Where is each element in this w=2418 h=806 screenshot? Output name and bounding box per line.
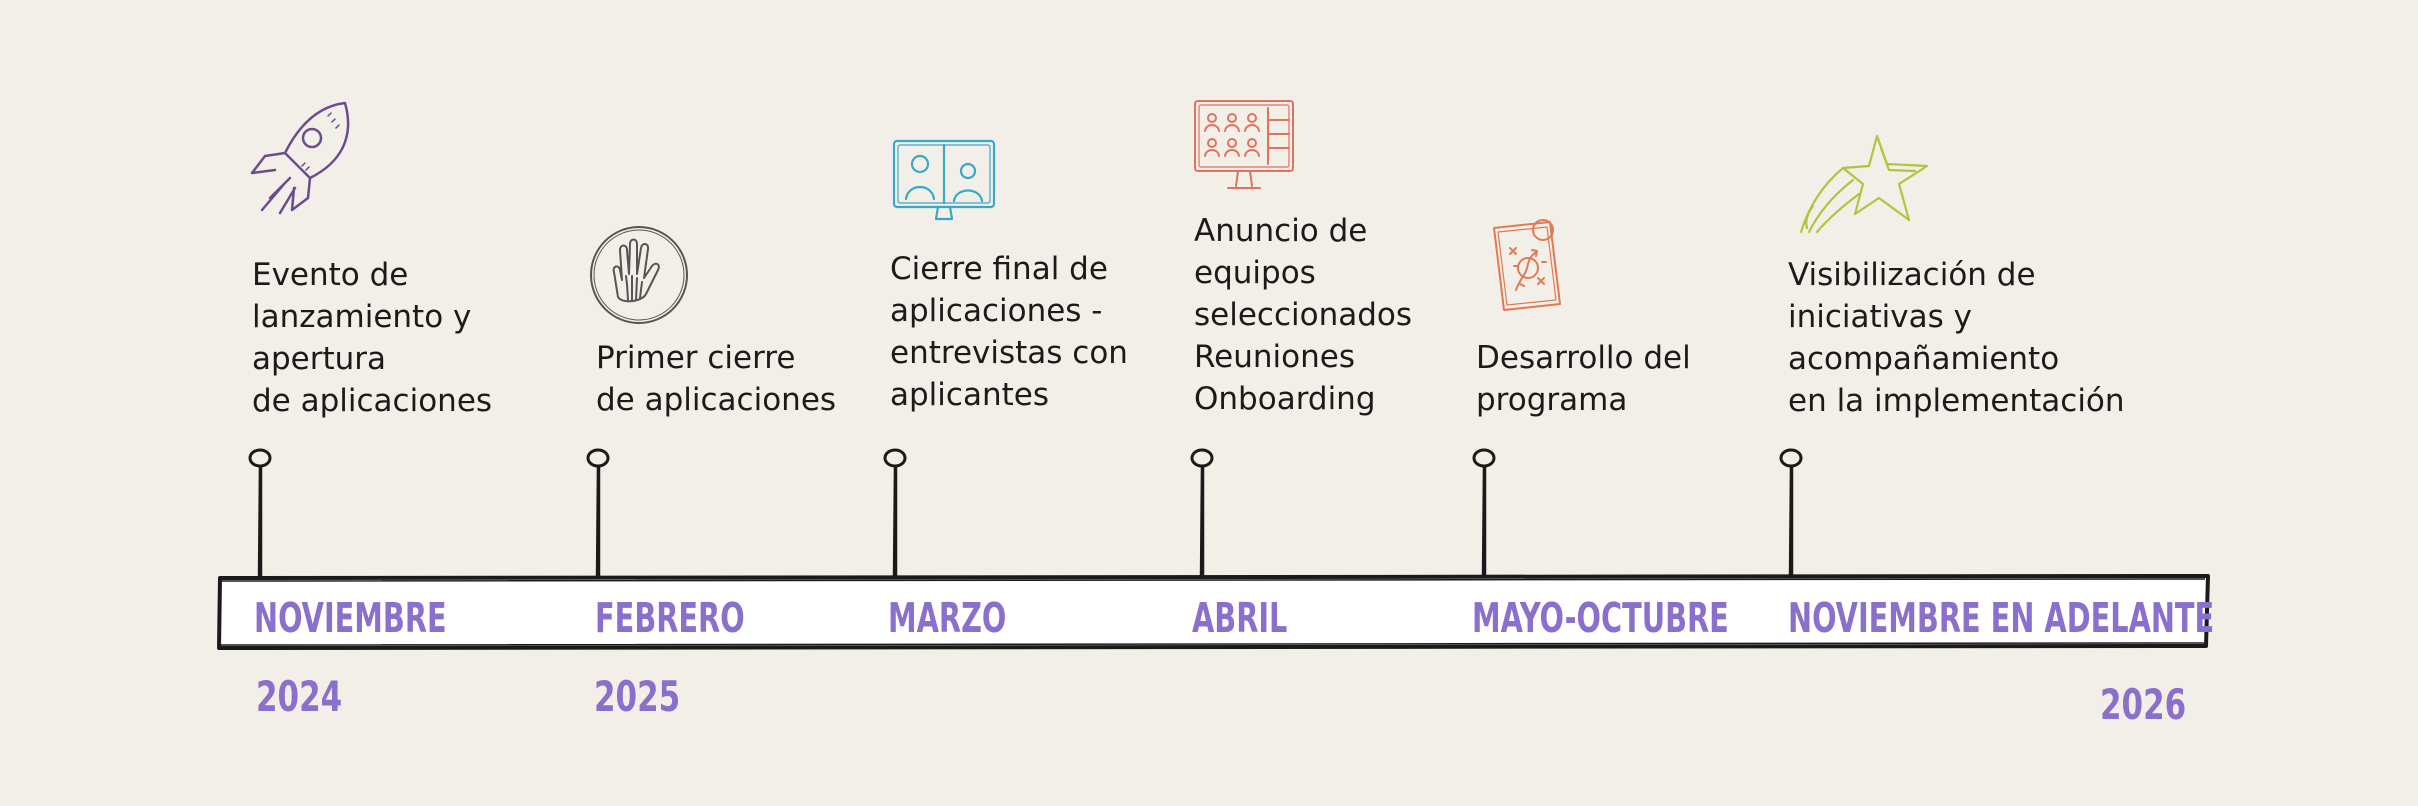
timeline-pin [883,448,907,580]
rocket-icon [250,101,350,215]
timeline-bar [217,574,2210,650]
year-label-2025: 2025 [594,672,681,721]
milestone-6-description: Visibilización de iniciativas y acompaña… [1788,257,2125,419]
raised-hands-icon [590,226,688,324]
milestone-2-description: Primer cierre de aplicaciones [596,340,837,418]
milestone-4-description: Anuncio de equipos seleccionados Reunion… [1194,213,1413,417]
timeline-pin [1779,448,1803,580]
timeline-pin [248,448,272,580]
year-label-2024: 2024 [256,672,343,721]
timeline-pin [1190,448,1214,580]
milestone-3-description: Cierre final de aplicaciones - entrevist… [890,251,1128,413]
video-meeting-monitor-icon [1194,100,1294,189]
month-label-abril: ABRIL [1192,594,1288,642]
month-label-noviembre-en-adelante: NOVIEMBRE EN ADELANTE [1788,594,2215,642]
timeline-pin [1472,448,1496,580]
milestone-5-description: Desarrollo del programa [1476,340,1691,418]
timeline-pin [586,448,610,580]
milestone-1-description: Evento de lanzamiento y apertura de apli… [252,257,493,419]
month-label-marzo: MARZO [888,594,1007,642]
shooting-star-icon [1799,134,1929,234]
month-label-mayo-octubre: MAYO-OCTUBRE [1472,594,1729,642]
strategy-clipboard-icon [1493,219,1561,311]
month-label-febrero: FEBRERO [595,594,745,642]
video-interview-icon [892,139,996,221]
month-label-noviembre: NOVIEMBRE [254,594,447,642]
year-label-2026: 2026 [2100,680,2187,729]
